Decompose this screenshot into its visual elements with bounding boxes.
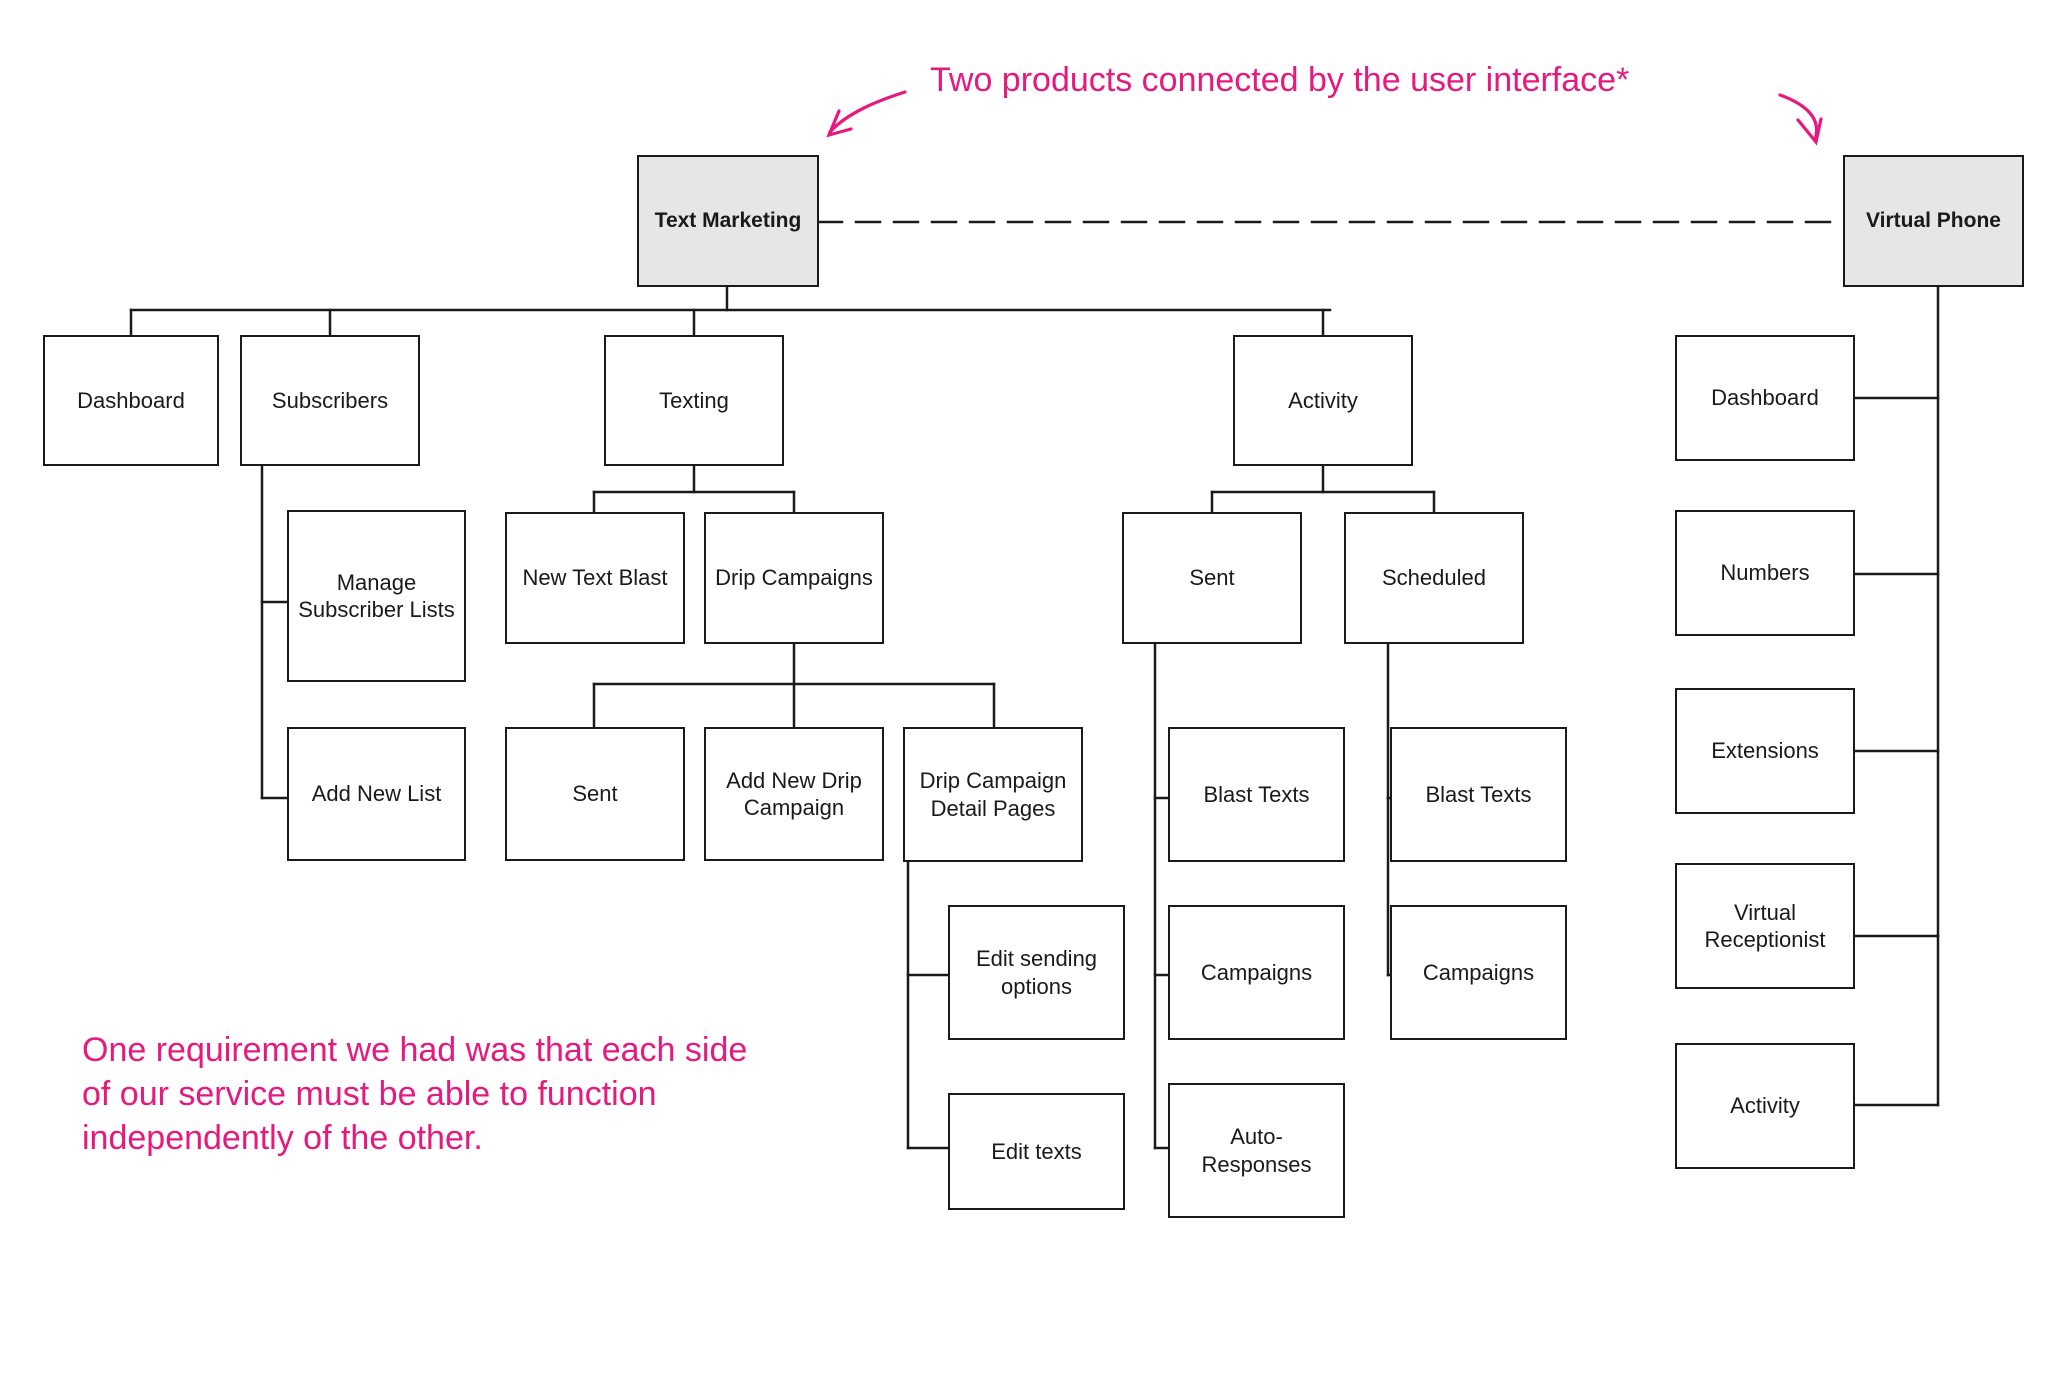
node-sent-blast-texts[interactable]: Blast Texts [1168,727,1345,862]
node-label: Activity [1288,387,1358,413]
node-label: Scheduled [1382,565,1486,591]
node-label: Drip Campaigns [715,565,873,591]
node-add-new-drip-campaign[interactable]: Add New Drip Campaign [704,727,884,861]
node-sent-auto-responses[interactable]: Auto-Responses [1168,1083,1345,1218]
node-label: Blast Texts [1203,781,1310,807]
node-label: Sent [572,781,618,807]
node-virtual-phone[interactable]: Virtual Phone [1843,155,2024,287]
node-vp-virtual-receptionist[interactable]: Virtual Receptionist [1675,863,1855,989]
node-texting-sent[interactable]: Sent [505,727,685,861]
node-label: New Text Blast [522,565,668,591]
arrow-left-curve [828,90,907,134]
node-new-text-blast[interactable]: New Text Blast [505,512,685,644]
node-drip-campaigns[interactable]: Drip Campaigns [704,512,884,644]
arrow-right-head [1796,117,1823,146]
node-label: Virtual Phone [1866,208,2001,232]
node-label: Auto-Responses [1201,1124,1312,1177]
node-label: Dashboard [1711,385,1819,411]
node-tm-texting[interactable]: Texting [604,335,784,466]
node-label: Sent [1189,565,1235,591]
node-activity-scheduled[interactable]: Scheduled [1344,512,1524,644]
annotation-top: Two products connected by the user inter… [930,61,1630,99]
node-label: Edit texts [991,1138,1082,1164]
node-label: Campaigns [1422,959,1535,985]
node-label: Dashboard [77,387,185,413]
node-label: Add New Drip Campaign [726,767,862,821]
node-label: Manage Subscriber Lists [298,569,455,623]
node-scheduled-blast-texts[interactable]: Blast Texts [1390,727,1567,862]
annotation-bottom: One requirement we had was that each sid… [82,1031,748,1158]
node-label: Activity [1730,1093,1800,1119]
node-label: Edit sending options [975,946,1098,999]
node-add-new-list[interactable]: Add New List [287,727,466,861]
node-activity-sent[interactable]: Sent [1122,512,1302,644]
node-text-marketing[interactable]: Text Marketing [637,155,819,287]
node-vp-numbers[interactable]: Numbers [1675,510,1855,636]
node-label: Texting [659,387,729,413]
node-label: Blast Texts [1425,781,1532,807]
node-edit-texts[interactable]: Edit texts [948,1093,1125,1210]
node-tm-activity[interactable]: Activity [1233,335,1413,466]
node-scheduled-campaigns[interactable]: Campaigns [1390,905,1567,1040]
node-label: Text Marketing [654,208,802,232]
node-label: Extensions [1711,738,1819,764]
arrow-right-curve [1778,93,1819,142]
node-drip-campaign-detail-pages[interactable]: Drip Campaign Detail Pages [903,727,1083,862]
node-label: Subscribers [271,387,389,413]
node-label: Numbers [1720,560,1810,586]
node-label: Campaigns [1200,959,1313,985]
node-vp-extensions[interactable]: Extensions [1675,688,1855,814]
node-tm-subscribers[interactable]: Subscribers [240,335,420,466]
node-label: Virtual Receptionist [1704,899,1826,953]
node-edit-sending-options[interactable]: Edit sending options [948,905,1125,1040]
node-tm-dashboard[interactable]: Dashboard [43,335,219,466]
node-vp-dashboard[interactable]: Dashboard [1675,335,1855,461]
node-label: Add New List [311,781,442,807]
arrow-left-head [826,109,853,138]
node-vp-activity[interactable]: Activity [1675,1043,1855,1169]
node-sent-campaigns[interactable]: Campaigns [1168,905,1345,1040]
node-manage-subscriber-lists[interactable]: Manage Subscriber Lists [287,510,466,682]
node-label: Drip Campaign Detail Pages [919,768,1067,821]
